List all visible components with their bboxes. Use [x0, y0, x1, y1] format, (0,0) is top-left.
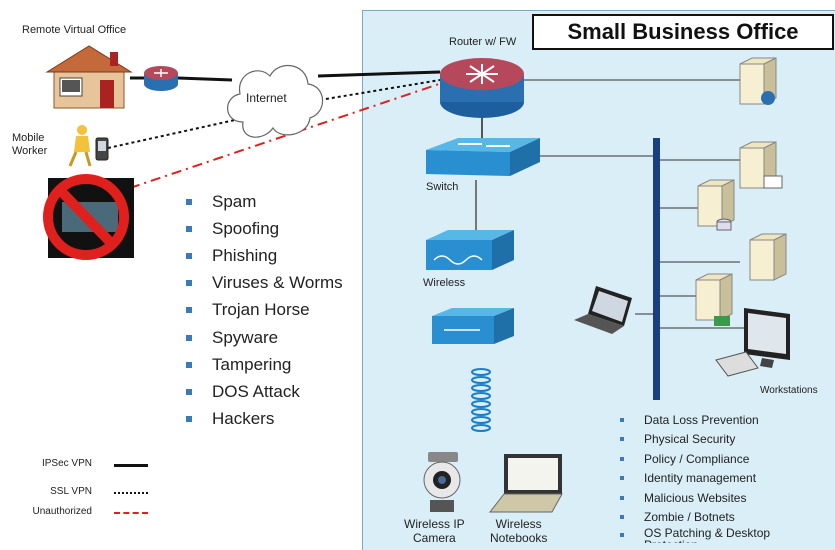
router-icon [144, 66, 178, 91]
threat-list: Spam Spoofing Phishing Viruses & Worms T… [186, 188, 343, 433]
ssl-link-mobile [107, 119, 236, 149]
security-item: Malicious Websites [620, 488, 794, 508]
security-item: Data Loss Prevention [620, 410, 794, 430]
workstation-icon [715, 308, 790, 377]
switch-icon [426, 138, 540, 176]
wireless-ap-icon [432, 308, 514, 344]
ipsec-link-remote [177, 76, 233, 82]
camera-icon [423, 452, 461, 512]
threat-item: Hackers [186, 406, 343, 433]
mobile-worker-icon [68, 125, 109, 167]
security-item: Physical Security [620, 430, 794, 450]
server-icon [695, 273, 733, 326]
legend-ssl: SSL VPN [30, 486, 150, 500]
threat-item: Spam [186, 188, 343, 215]
wireless-label: Wireless [423, 277, 466, 289]
router-icon [440, 58, 524, 118]
threat-item: DOS Attack [186, 378, 343, 405]
router-label: Router w/ FW [449, 36, 517, 48]
no-hacker-icon [43, 174, 134, 260]
security-list: Data Loss Prevention Physical Security P… [620, 410, 794, 543]
ssl-link-internet [319, 79, 441, 101]
notebook-label: Wireless Notebooks [490, 517, 548, 545]
camera-label: Wireless IP Camera [404, 517, 465, 545]
laptop-icon [574, 286, 632, 334]
security-item: Identity management [620, 469, 794, 489]
threat-item: Tampering [186, 351, 343, 378]
server-icon [739, 141, 783, 189]
mobile-worker-label: Mobile Worker [12, 132, 48, 157]
security-item: Zombie / Botnets [620, 508, 794, 528]
legend-ipsec: IPSec VPN [30, 458, 150, 472]
threat-item: Phishing [186, 242, 343, 269]
internet-label: Internet [246, 91, 287, 105]
wireless-ap-icon [426, 230, 514, 270]
threat-item: Viruses & Worms [186, 270, 343, 297]
server-icon [739, 57, 777, 105]
cloud-icon [227, 64, 324, 138]
remote-office-label: Remote Virtual Office [22, 24, 127, 36]
ipsec-link-office [317, 70, 441, 78]
office-title: Small Business Office [532, 14, 834, 50]
backbone-bar [653, 138, 660, 400]
security-item: OS Patching & Desktop Protection [620, 527, 794, 543]
server-icon [749, 233, 787, 281]
house-icon [45, 45, 133, 109]
security-item: Policy / Compliance [620, 449, 794, 469]
threat-item: Spyware [186, 324, 343, 351]
wireless-coil [471, 368, 491, 432]
switch-label: Switch [426, 181, 459, 193]
legend-unauthorized: Unauthorized [30, 506, 150, 520]
notebook-icon [488, 454, 563, 513]
threat-item: Spoofing [186, 215, 343, 242]
threat-item: Trojan Horse [186, 297, 343, 324]
workstations-label: Workstations [760, 385, 818, 396]
server-icon [697, 179, 735, 231]
